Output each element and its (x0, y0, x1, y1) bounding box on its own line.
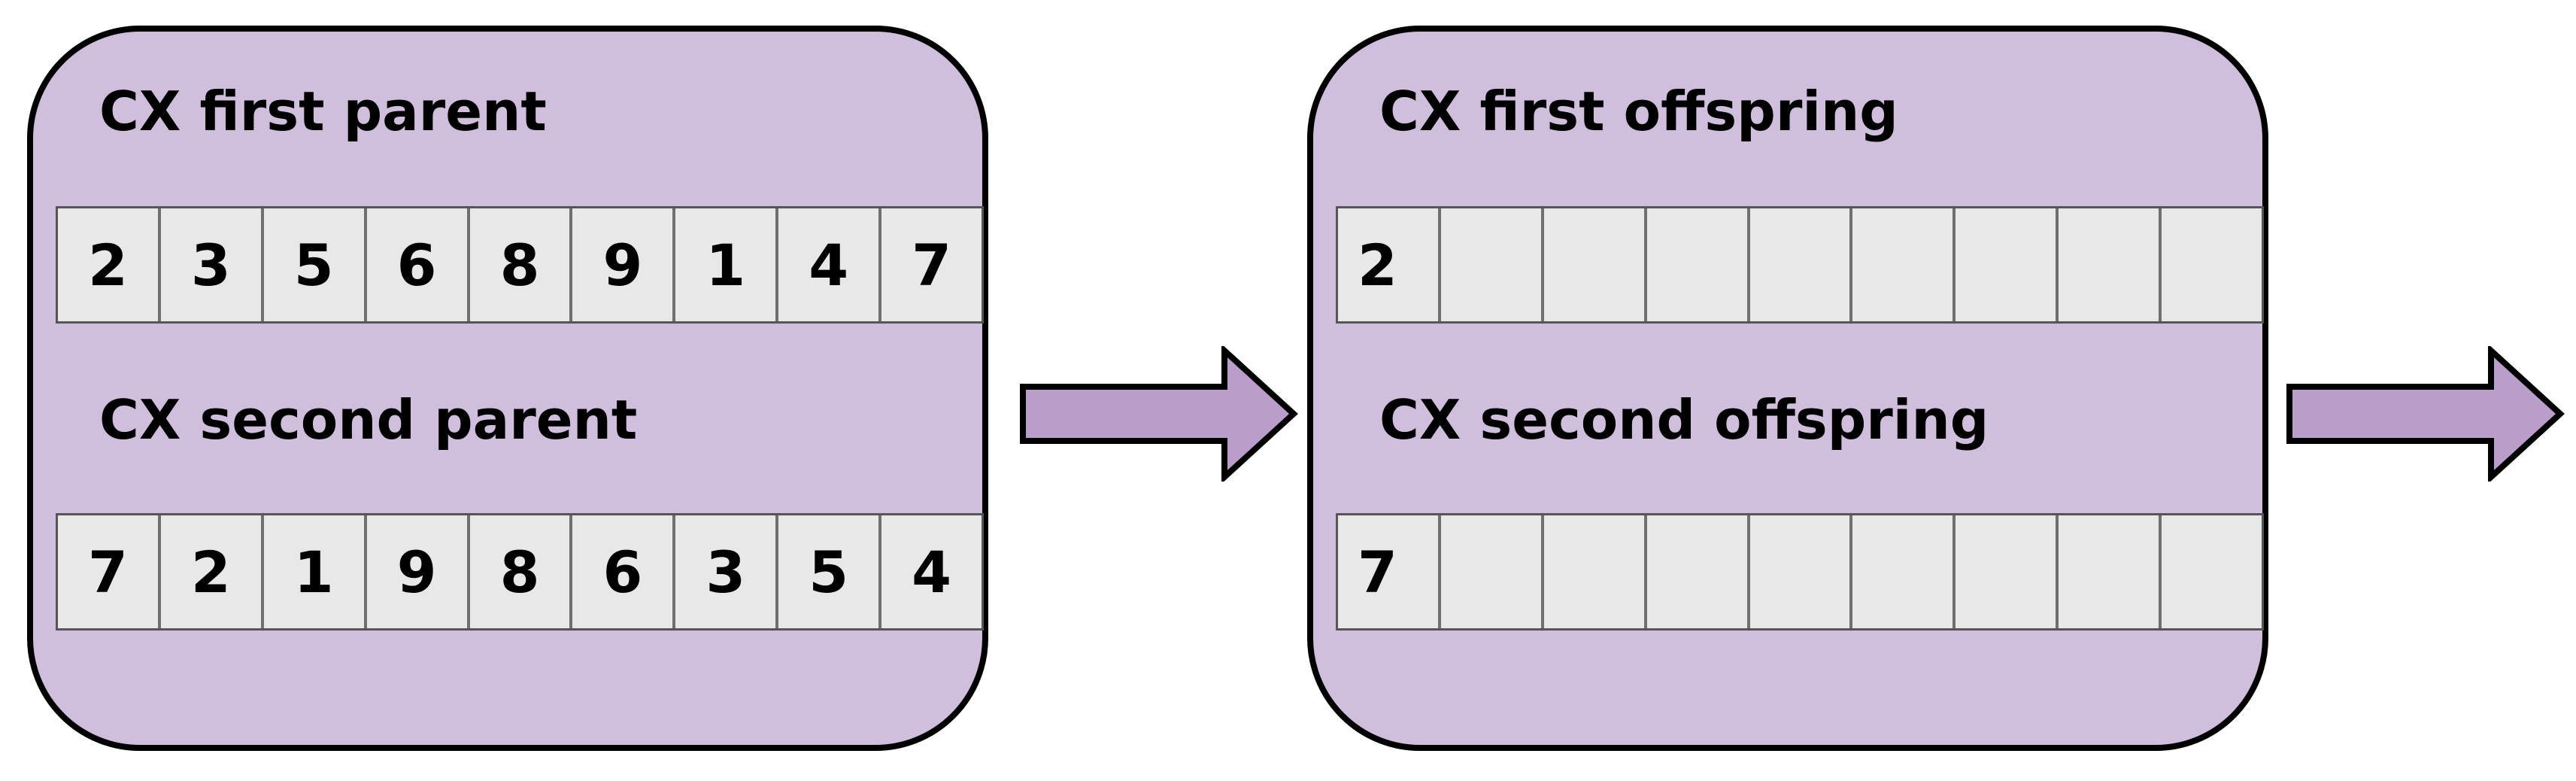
second-parent-cell: 8 (469, 515, 573, 628)
first-parent-cell: 9 (572, 208, 676, 321)
second-parent-cell: 3 (675, 515, 779, 628)
second-offspring-row: 7 (1336, 513, 2264, 631)
first-parent-label: CX first parent (99, 80, 547, 143)
second-offspring-cell (2059, 515, 2162, 628)
second-offspring-cell (1543, 515, 1647, 628)
second-offspring-cell (2162, 515, 2262, 628)
second-parent-cell: 9 (366, 515, 470, 628)
second-offspring-cell (1749, 515, 1853, 628)
offspring-panel: CX first offspring 2 CX second offspring… (1307, 26, 2268, 751)
second-offspring-cell (1440, 515, 1544, 628)
parents-panel: CX first parent 2 3 5 6 8 9 1 4 7 CX sec… (27, 26, 988, 751)
second-offspring-cell (1956, 515, 2059, 628)
second-offspring-cell: 7 (1338, 515, 1441, 628)
second-offspring-label: CX second offspring (1379, 388, 1989, 451)
second-parent-cell: 7 (58, 515, 161, 628)
first-parent-cell: 4 (778, 208, 882, 321)
second-parent-cell: 5 (778, 515, 882, 628)
second-offspring-cell (1646, 515, 1750, 628)
first-offspring-cell (2059, 208, 2162, 321)
first-parent-cell: 6 (366, 208, 470, 321)
first-parent-cell: 8 (469, 208, 573, 321)
first-offspring-cell (1440, 208, 1544, 321)
first-offspring-cell (1646, 208, 1750, 321)
first-offspring-cell (2162, 208, 2262, 321)
right-arrow-icon (1020, 346, 1298, 482)
first-parent-cell: 2 (58, 208, 161, 321)
first-offspring-row: 2 (1336, 206, 2264, 324)
first-offspring-cell (1543, 208, 1647, 321)
first-parent-cell: 5 (263, 208, 367, 321)
first-offspring-cell (1852, 208, 1956, 321)
first-parent-row: 2 3 5 6 8 9 1 4 7 (56, 206, 984, 324)
first-offspring-cell: 2 (1338, 208, 1441, 321)
second-parent-cell: 6 (572, 515, 676, 628)
second-parent-cell: 4 (881, 515, 982, 628)
second-offspring-cell (1852, 515, 1956, 628)
second-parent-label: CX second parent (99, 388, 638, 451)
first-parent-cell: 7 (881, 208, 982, 321)
first-offspring-cell (1956, 208, 2059, 321)
first-offspring-cell (1749, 208, 1853, 321)
first-parent-cell: 1 (675, 208, 779, 321)
second-parent-cell: 1 (263, 515, 367, 628)
second-parent-row: 7 2 1 9 8 6 3 5 4 (56, 513, 984, 631)
second-parent-cell: 2 (160, 515, 264, 628)
right-arrow-icon (2286, 346, 2565, 482)
first-offspring-label: CX first offspring (1379, 80, 1898, 143)
first-parent-cell: 3 (160, 208, 264, 321)
